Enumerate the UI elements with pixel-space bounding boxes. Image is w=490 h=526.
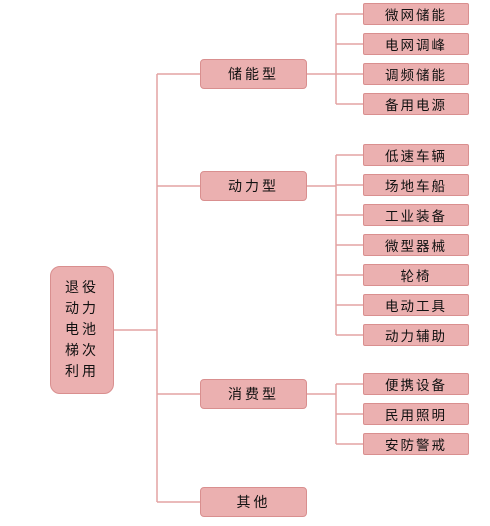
leaf-node: 动力辅助 bbox=[363, 324, 469, 346]
branch-node-power: 动力型 bbox=[200, 171, 307, 201]
branch-node-other: 其他 bbox=[200, 487, 307, 517]
leaf-node: 工业装备 bbox=[363, 204, 469, 226]
leaf-node: 低速车辆 bbox=[363, 144, 469, 166]
leaf-node: 安防警戒 bbox=[363, 433, 469, 455]
root-node: 退役 动力 电池 梯次 利用 bbox=[50, 266, 114, 394]
connector-group-1 bbox=[307, 154, 363, 336]
leaf-node: 轮椅 bbox=[363, 264, 469, 286]
leaf-node: 微型器械 bbox=[363, 234, 469, 256]
leaf-node: 电动工具 bbox=[363, 294, 469, 316]
connector-group-0 bbox=[307, 13, 363, 105]
leaf-node: 便携设备 bbox=[363, 373, 469, 395]
branch-node-storage: 储能型 bbox=[200, 59, 307, 89]
leaf-node: 微网储能 bbox=[363, 3, 469, 25]
leaf-node: 民用照明 bbox=[363, 403, 469, 425]
root-label: 退役 动力 电池 梯次 利用 bbox=[65, 279, 99, 380]
connector-group-2 bbox=[307, 383, 363, 445]
leaf-node: 调频储能 bbox=[363, 63, 469, 85]
branch-node-consumer: 消费型 bbox=[200, 379, 307, 409]
leaf-node: 电网调峰 bbox=[363, 33, 469, 55]
leaf-node: 场地车船 bbox=[363, 174, 469, 196]
leaf-node: 备用电源 bbox=[363, 93, 469, 115]
